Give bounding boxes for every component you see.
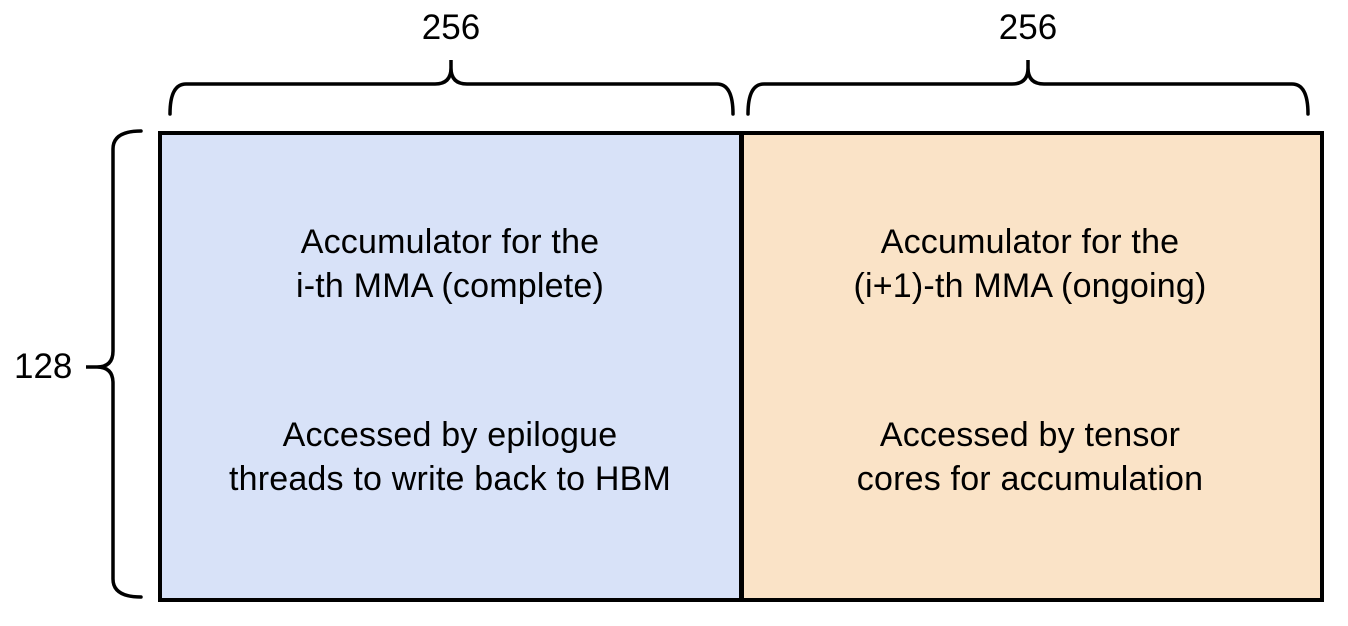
left-accumulator-box (162, 135, 744, 598)
width-label-right: 256 (998, 8, 1058, 47)
left-box-subtitle: Accessed by epilogue threads to write ba… (228, 416, 672, 498)
top-right-brace (746, 60, 1310, 116)
right-box-subtitle: Accessed by tensor cores for accumulatio… (856, 416, 1204, 498)
accumulator-buffer (158, 131, 1324, 602)
right-accumulator-box (743, 135, 1320, 598)
left-brace (86, 129, 143, 599)
width-label-left: 256 (421, 8, 481, 47)
right-box-title: Accumulator for the (i+1)-th MMA (ongoin… (853, 223, 1207, 305)
height-label: 128 (14, 347, 73, 386)
top-left-brace (168, 60, 735, 116)
left-box-title: Accumulator for the i-th MMA (complete) (296, 223, 604, 305)
